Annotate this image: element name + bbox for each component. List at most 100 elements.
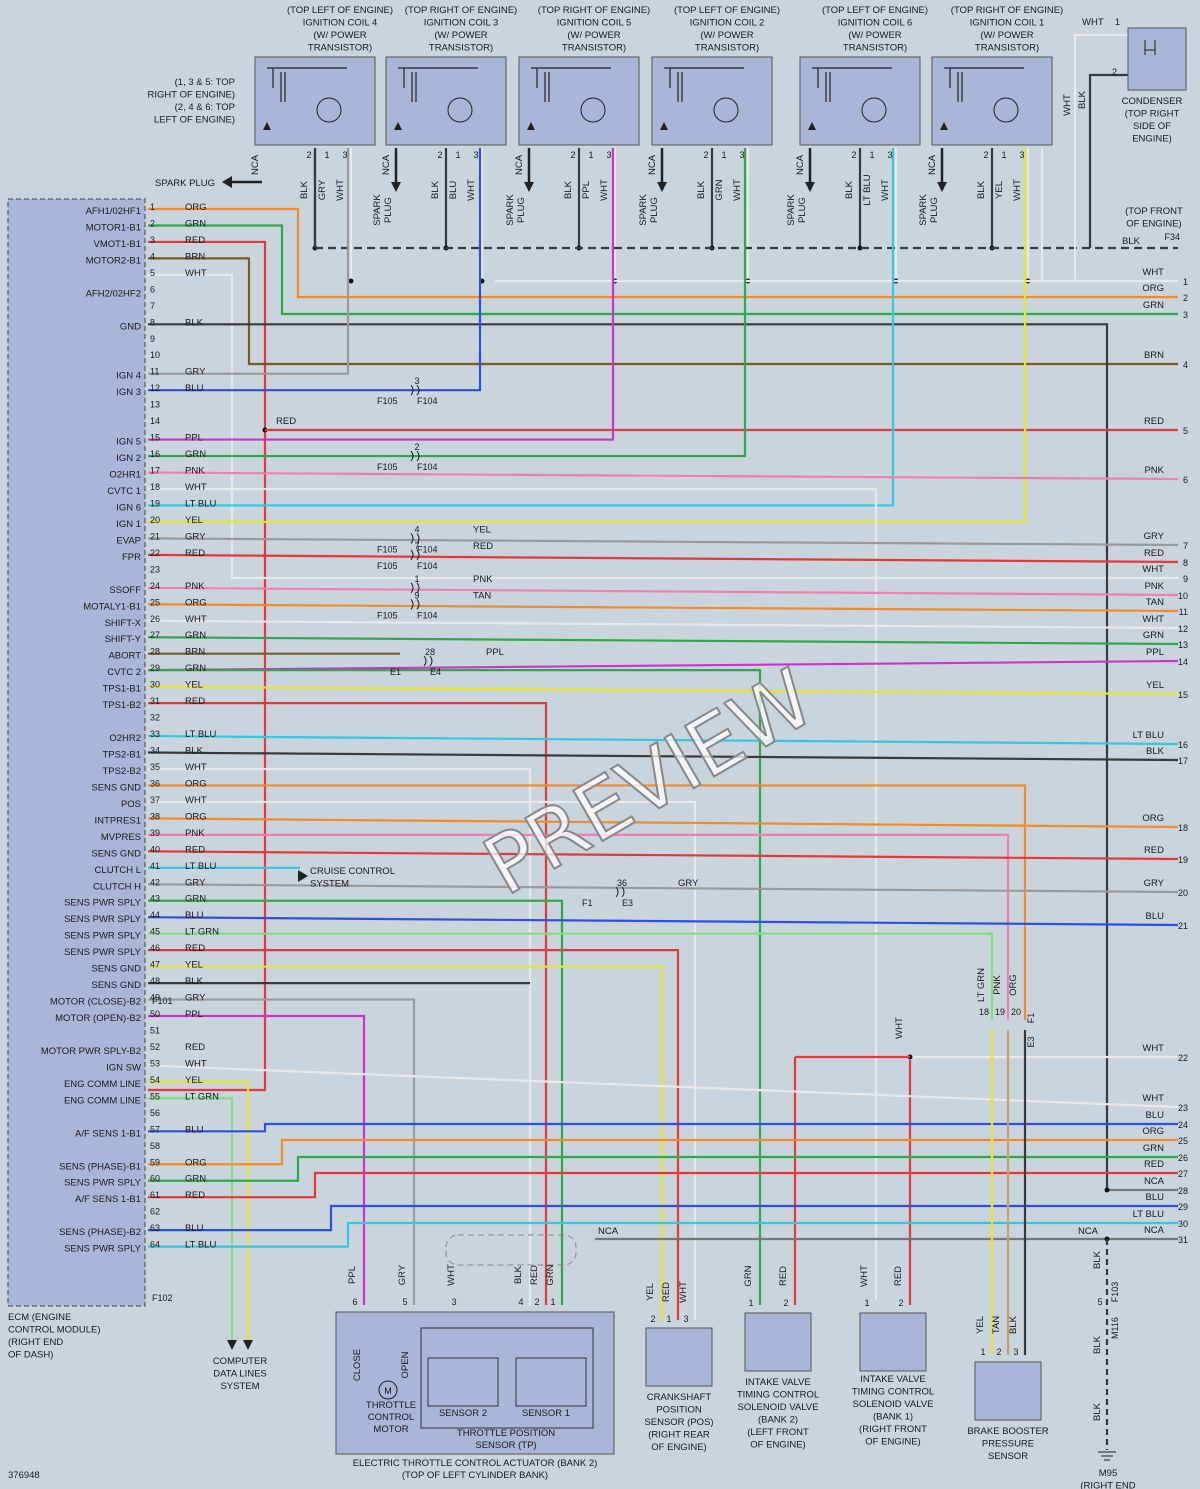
diode-icon: [527, 122, 535, 130]
ecm-pin-number: 61: [150, 1190, 160, 1200]
coil-note: LEFT OF ENGINE): [154, 115, 235, 126]
coil-wire-color: GRN: [714, 179, 725, 200]
spark-plug-label: SPARK PLUG: [155, 178, 215, 189]
ecm-pin-wire-color: ORG: [185, 778, 207, 789]
spark-label: SPARK: [786, 194, 797, 226]
gnd-wire: BLK: [1092, 1250, 1103, 1269]
right-wire-color: LT BLU: [1133, 730, 1164, 741]
etc-title: (TOP OF LEFT CYLINDER BANK): [402, 1470, 548, 1481]
coil-wire-color: WHT: [1012, 179, 1023, 201]
ecm-pin-name: SENS PWR SPLY: [64, 898, 142, 909]
ecm-pin-name: IGN 5: [116, 437, 141, 448]
plug-label: PLUG: [383, 197, 394, 223]
ecm-pin-wire-color: RED: [185, 696, 205, 707]
ivtc1-pin: 1: [864, 1298, 869, 1308]
ecm-pin-number: 31: [150, 696, 160, 706]
ecm-pin-number: 16: [150, 449, 160, 459]
shield: [445, 1234, 577, 1266]
right-wire-color: WHT: [1142, 564, 1164, 575]
ground-code: F34: [1164, 232, 1180, 242]
nca-label: NCA: [598, 1226, 619, 1237]
pos-title: OF ENGINE): [651, 1442, 706, 1453]
ecm-pin-number: 7: [150, 301, 155, 311]
tp-sensor-box: [420, 1327, 594, 1429]
coil-title: (TOP RIGHT OF ENGINE): [951, 5, 1063, 16]
wire-comm1: [148, 1080, 250, 1340]
diode-icon: [940, 122, 948, 130]
coil-wire-color: WHT: [335, 179, 346, 201]
motor-title: MOTOR: [373, 1424, 408, 1435]
wire-ltgrn: [148, 932, 994, 1020]
ecm-pin-number: 57: [150, 1124, 160, 1134]
ecm-pin-name: SHIFT-Y: [105, 634, 142, 645]
coil-title: TRANSISTOR): [843, 43, 907, 54]
wire-6: [147, 471, 1179, 481]
ecm-pin-wire-color: ORG: [185, 202, 207, 213]
ivtc1-title: (RIGHT FRONT: [859, 1424, 927, 1435]
wire-30: [148, 1221, 1178, 1248]
etc-wire: RED: [529, 1265, 540, 1285]
coil-wire-color: GRY: [317, 179, 328, 200]
coil-title: (TOP RIGHT OF ENGINE): [538, 5, 650, 16]
ivtc2-title: SOLENOID VALVE: [738, 1402, 819, 1413]
gnd-bottom-title: M95: [1099, 1468, 1117, 1479]
inline-connector: [423, 655, 433, 667]
nca-label: NCA: [514, 154, 525, 175]
coil-wire-color: BLK: [696, 180, 707, 199]
inline-pin: 2: [414, 442, 419, 452]
ecm-pin-number: 14: [150, 416, 160, 426]
ecm-pin-name: SENS (PHASE)-B2: [59, 1227, 141, 1238]
pos-pin: 1: [666, 1314, 671, 1324]
wire-25: [148, 1138, 1178, 1166]
diagram-id: 376948: [8, 1470, 40, 1481]
ecm-pin-number: 6: [150, 284, 155, 294]
inline-conn-code: F105: [377, 561, 398, 571]
inline-wire-color: PNK: [473, 574, 493, 585]
pos-wire: RED: [661, 1282, 672, 1302]
ecm-pin-wire-color: YEL: [185, 515, 203, 526]
coil-title: (W/ POWER: [313, 30, 366, 41]
connector-f102: F102: [152, 1293, 173, 1303]
ecm-pin-number: 18: [150, 482, 160, 492]
ecm-pin-number: 12: [150, 383, 160, 393]
ecm-pin-wire-color: ORG: [185, 1157, 207, 1168]
brake-pin: 18: [979, 1007, 989, 1017]
motor-close: CLOSE: [352, 1349, 363, 1381]
etc-pin: 1: [550, 1297, 555, 1307]
ecm-pin-number: 25: [150, 597, 160, 607]
right-wire-color: NCA: [1144, 1225, 1165, 1236]
wire-motor-open: [148, 1014, 366, 1305]
coil-title: TRANSISTOR): [695, 43, 759, 54]
ecm-pin-number: 11: [150, 367, 159, 377]
ivtc2-title: INTAKE VALVE: [745, 1377, 810, 1388]
ground-title: (TOP FRONT: [1125, 206, 1183, 217]
right-wire-color: PNK: [1144, 581, 1164, 592]
computer-data-lines: DATA LINES: [213, 1369, 267, 1380]
spark-label: SPARK: [918, 194, 929, 226]
computer-data-lines: SYSTEM: [220, 1381, 259, 1392]
ecm-pin-number: 59: [150, 1157, 160, 1167]
right-wire-number: 12: [1178, 624, 1188, 634]
wire-14: [147, 659, 1179, 672]
wire-cvtc1: [148, 487, 878, 1300]
ecm-pin-name: ENG COMM LINE: [64, 1095, 141, 1106]
right-wire-number: 2: [1183, 293, 1188, 303]
right-wire-number: 13: [1178, 640, 1188, 650]
ecm-pin-wire-color: LT BLU: [185, 729, 216, 740]
right-wire-color: BRN: [1144, 350, 1164, 361]
etc-title: ELECTRIC THROTTLE CONTROL ACTUATOR (BANK…: [353, 1458, 598, 1469]
inline-pin: 28: [425, 647, 435, 657]
inline-pin: 9: [414, 590, 419, 600]
motor-icon: [378, 1380, 398, 1400]
wire-pos: [148, 800, 697, 1320]
right-wire-color: PPL: [1146, 647, 1164, 658]
coil-wire-color: BLK: [844, 180, 855, 199]
right-wire-color: RED: [1144, 548, 1164, 559]
ecm-pin-number: 46: [150, 943, 160, 953]
pos-wire: YEL: [645, 1283, 656, 1301]
inline-wire-color: PPL: [486, 647, 504, 658]
coil-title: IGNITION COIL 3: [424, 18, 499, 29]
ivtc2-pin: 2: [783, 1298, 788, 1308]
right-wire-number: 31: [1178, 1235, 1188, 1245]
